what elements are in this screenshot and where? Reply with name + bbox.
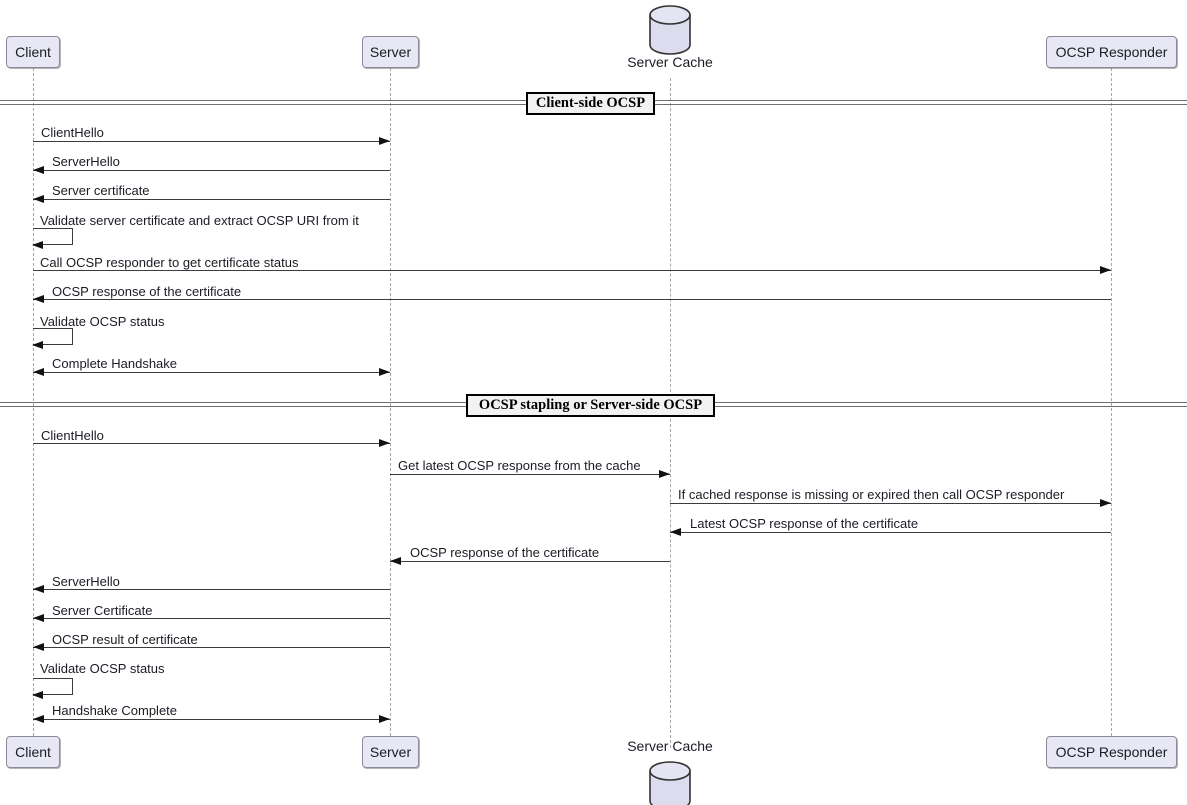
arrowhead-left-icon: [33, 368, 44, 376]
message-line: [33, 170, 390, 171]
message-label: Call OCSP responder to get certificate s…: [40, 255, 299, 270]
divider-label-text: OCSP stapling or Server-side OCSP: [478, 396, 703, 413]
arrowhead-left-icon: [32, 690, 43, 699]
participant-label: Client: [15, 44, 51, 60]
message-line: [33, 372, 390, 373]
message-line: [33, 270, 1111, 271]
message-label: OCSP response of the certificate: [410, 545, 600, 560]
message-label: ClientHello: [41, 125, 104, 140]
message-label: Server certificate: [52, 183, 150, 198]
message-line: [390, 561, 670, 562]
participant-server[interactable]: Server: [362, 36, 419, 68]
message-label: Get latest OCSP response from the cache: [398, 458, 641, 473]
participant-label-server-cache: Server Cache: [627, 54, 713, 70]
message-line: [33, 589, 390, 590]
message-line: [33, 141, 390, 142]
message-line: [33, 618, 390, 619]
arrowhead-left-icon: [33, 585, 44, 593]
message-label: ClientHello: [41, 428, 104, 443]
arrowhead-left-icon: [33, 295, 44, 303]
participant-label: OCSP Responder: [1055, 744, 1168, 760]
arrowhead-right-icon: [379, 439, 390, 447]
arrowhead-right-icon: [379, 137, 390, 145]
arrowhead-left-icon: [670, 528, 681, 536]
message-label: Validate OCSP status: [40, 661, 165, 676]
participant-label: Server: [369, 44, 412, 60]
message-line: [33, 647, 390, 648]
message-line: [33, 199, 390, 200]
self-message-loop: [33, 678, 73, 695]
participant-client[interactable]: Client: [6, 36, 60, 68]
message-label: Validate OCSP status: [40, 314, 165, 329]
arrowhead-right-icon: [1100, 266, 1111, 274]
arrowhead-left-icon: [33, 166, 44, 174]
participant-footer-client[interactable]: Client: [6, 736, 60, 768]
message-line: [33, 719, 390, 720]
arrowhead-left-icon: [33, 195, 44, 203]
participant-label: Client: [15, 744, 51, 760]
arrowhead-right-icon: [659, 470, 670, 478]
arrowhead-left-icon: [33, 715, 44, 723]
arrowhead-right-icon: [1100, 499, 1111, 507]
message-label: OCSP response of the certificate: [52, 284, 242, 299]
message-label: Latest OCSP response of the certificate: [690, 516, 919, 531]
message-label: Validate server certificate and extract …: [40, 213, 359, 228]
arrowhead-left-icon: [33, 643, 44, 651]
self-message-loop: [33, 328, 73, 345]
participant-footer-server[interactable]: Server: [362, 736, 419, 768]
participant-footer-ocsp-responder[interactable]: OCSP Responder: [1046, 736, 1177, 768]
message-line: [670, 532, 1111, 533]
arrowhead-left-icon: [33, 614, 44, 622]
message-line: [390, 474, 670, 475]
divider-client-side-label: Client-side OCSP: [526, 91, 655, 115]
participant-label: OCSP Responder: [1055, 44, 1168, 60]
divider-label-text: Client-side OCSP: [535, 94, 646, 111]
message-label: OCSP result of certificate: [52, 632, 198, 647]
arrowhead-left-icon: [390, 557, 401, 565]
message-label: Handshake Complete: [52, 703, 178, 718]
message-line: [670, 503, 1111, 504]
message-line: [33, 299, 1111, 300]
divider-stapling-label: OCSP stapling or Server-side OCSP: [466, 393, 715, 417]
message-line: [33, 443, 390, 444]
database-cylinder-icon[interactable]: [648, 4, 692, 56]
arrowhead-right-icon: [379, 368, 390, 376]
arrowhead-left-icon: [32, 240, 43, 249]
message-label: Complete Handshake: [52, 356, 178, 371]
message-label: Server Certificate: [52, 603, 153, 618]
arrowhead-left-icon: [32, 340, 43, 349]
message-label: If cached response is missing or expired…: [678, 487, 1065, 502]
participant-ocsp-responder[interactable]: OCSP Responder: [1046, 36, 1177, 68]
participant-label: Server: [369, 744, 412, 760]
participant-footer-label-server-cache: Server Cache: [627, 738, 713, 754]
database-cylinder-icon[interactable]: [648, 760, 692, 805]
self-message-loop: [33, 228, 73, 245]
message-label: ServerHello: [52, 154, 120, 169]
message-label: ServerHello: [52, 574, 120, 589]
arrowhead-right-icon: [379, 715, 390, 723]
